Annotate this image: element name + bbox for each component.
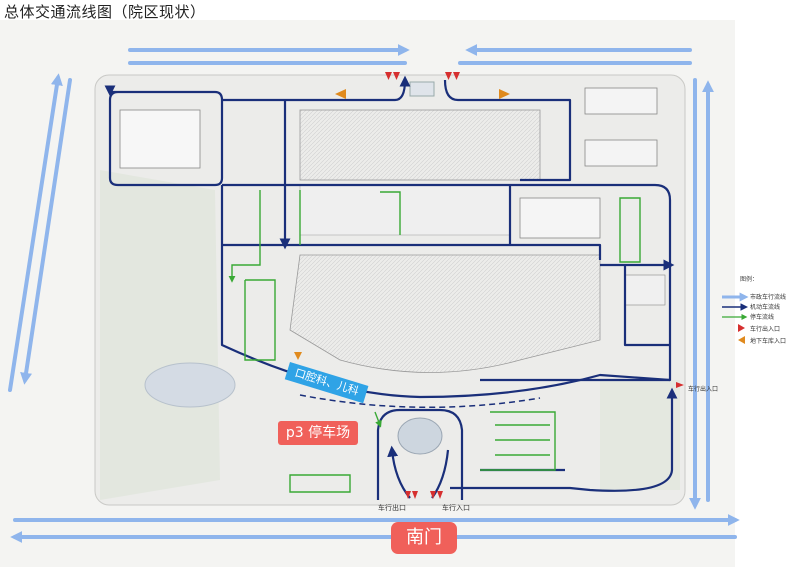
north-building <box>299 109 541 181</box>
northeast-building-2 <box>584 139 658 167</box>
legend-garage-icon <box>738 336 745 344</box>
northeast-building-1 <box>584 87 658 115</box>
north-gate-pond <box>409 81 435 97</box>
garage-entrance-markers <box>294 89 510 360</box>
page-title: 总体交通流线图（院区现状） <box>4 3 206 21</box>
east-parking-block <box>624 274 666 306</box>
front-drop-off-arc <box>299 394 541 409</box>
legend-item-garage: 地下车库入口 <box>750 337 786 345</box>
parking-p3-callout: p3 停车场 <box>278 421 358 445</box>
west-park-area <box>100 170 220 500</box>
parking-flows <box>228 190 641 493</box>
east-building <box>519 197 601 239</box>
exit-label: 车行出口 <box>378 503 406 512</box>
fountain <box>397 417 443 455</box>
east-green-area <box>600 380 680 490</box>
city-traffic-flows <box>8 44 740 543</box>
central-courtyard-block <box>299 184 511 236</box>
vehicle-entrance-markers <box>385 72 684 499</box>
vehicle-flows <box>110 75 678 500</box>
legend-item-parking-flow: 停车流线 <box>750 313 774 321</box>
legend-item-vehicle-flow: 机动车流线 <box>750 303 780 311</box>
legend-item-city-flow: 市政车行流线 <box>750 293 786 301</box>
northwest-building <box>119 109 201 169</box>
east-exit-entry-label: 车行出入口 <box>688 385 718 393</box>
legend-title: 图例： <box>740 275 758 283</box>
entry-label: 车行入口 <box>442 503 470 512</box>
legend-item-entrance: 车行出入口 <box>750 325 780 333</box>
south-gate-callout: 南门 <box>391 522 457 554</box>
legend: 图例： 市政车行流线 机动车流线 停车流线 车行出入口 地下车库入口 <box>722 275 786 345</box>
legend-entrance-icon <box>738 324 745 332</box>
main-hospital-building <box>289 254 601 373</box>
pond <box>144 362 236 408</box>
